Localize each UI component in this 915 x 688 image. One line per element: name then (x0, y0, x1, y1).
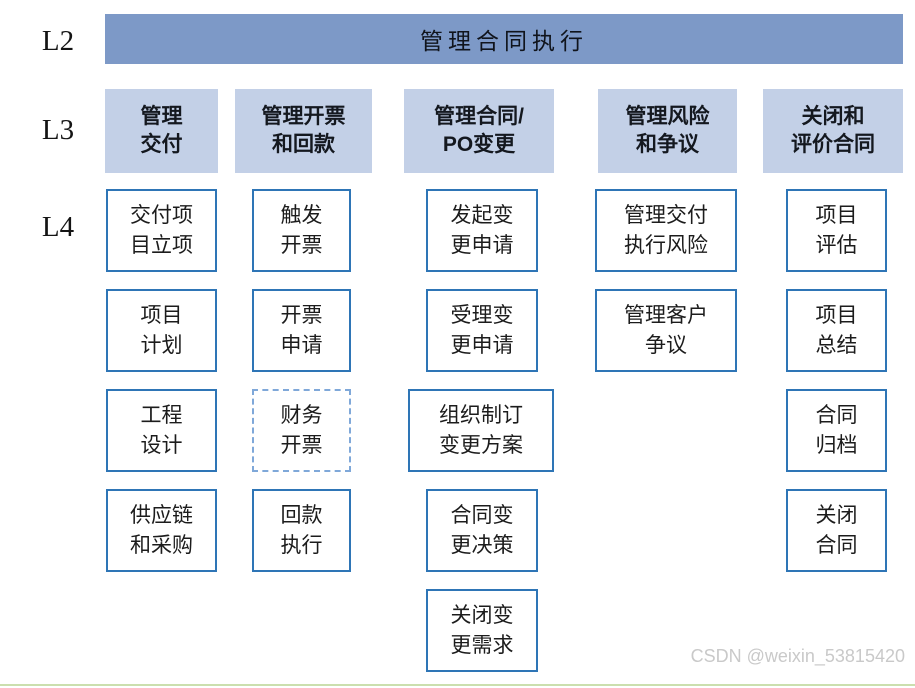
l2-process-bar: 管理合同执行 (105, 14, 903, 64)
l4-box-manage-customer-dispute: 管理客户 争议 (595, 289, 737, 372)
bottom-divider-line (0, 684, 915, 686)
l4-box-trigger-invoicing: 触发 开票 (252, 189, 351, 272)
l4-box-manage-delivery-execution-risk: 管理交付 执行风险 (595, 189, 737, 272)
l4-box-contract-archiving: 合同 归档 (786, 389, 887, 472)
l3-box-manage-contract-po-change: 管理合同/ PO变更 (404, 89, 554, 173)
level-label-l2: L2 (41, 25, 75, 57)
l3-box-close-evaluate-contract: 关闭和 评价合同 (763, 89, 903, 173)
level-label-l3: L3 (41, 114, 75, 146)
l4-box-close-change-demand: 关闭变 更需求 (426, 589, 538, 672)
l4-box-organize-change-plan: 组织制订 变更方案 (408, 389, 554, 472)
l4-box-collection-execution: 回款 执行 (252, 489, 351, 572)
l4-box-project-evaluation: 项目 评估 (786, 189, 887, 272)
l4-box-contract-change-decision: 合同变 更决策 (426, 489, 538, 572)
l4-box-financial-invoicing: 财务 开票 (252, 389, 351, 472)
l4-box-accept-change-request: 受理变 更申请 (426, 289, 538, 372)
level-label-l4: L4 (41, 211, 75, 243)
l4-box-initiate-change-request: 发起变 更申请 (426, 189, 538, 272)
l4-box-project-plan: 项目 计划 (106, 289, 217, 372)
l4-box-invoicing-application: 开票 申请 (252, 289, 351, 372)
l4-box-delivery-project-initiation: 交付项 目立项 (106, 189, 217, 272)
l4-box-close-contract: 关闭 合同 (786, 489, 887, 572)
csdn-watermark: CSDN @weixin_53815420 (690, 646, 905, 666)
l3-box-manage-risk-dispute: 管理风险 和争议 (598, 89, 737, 173)
l4-box-project-summary: 项目 总结 (786, 289, 887, 372)
l4-box-engineering-design: 工程 设计 (106, 389, 217, 472)
l3-box-manage-delivery: 管理 交付 (105, 89, 218, 173)
l3-box-manage-invoicing-collection: 管理开票 和回款 (235, 89, 372, 173)
l4-box-supply-chain-procurement: 供应链 和采购 (106, 489, 217, 572)
